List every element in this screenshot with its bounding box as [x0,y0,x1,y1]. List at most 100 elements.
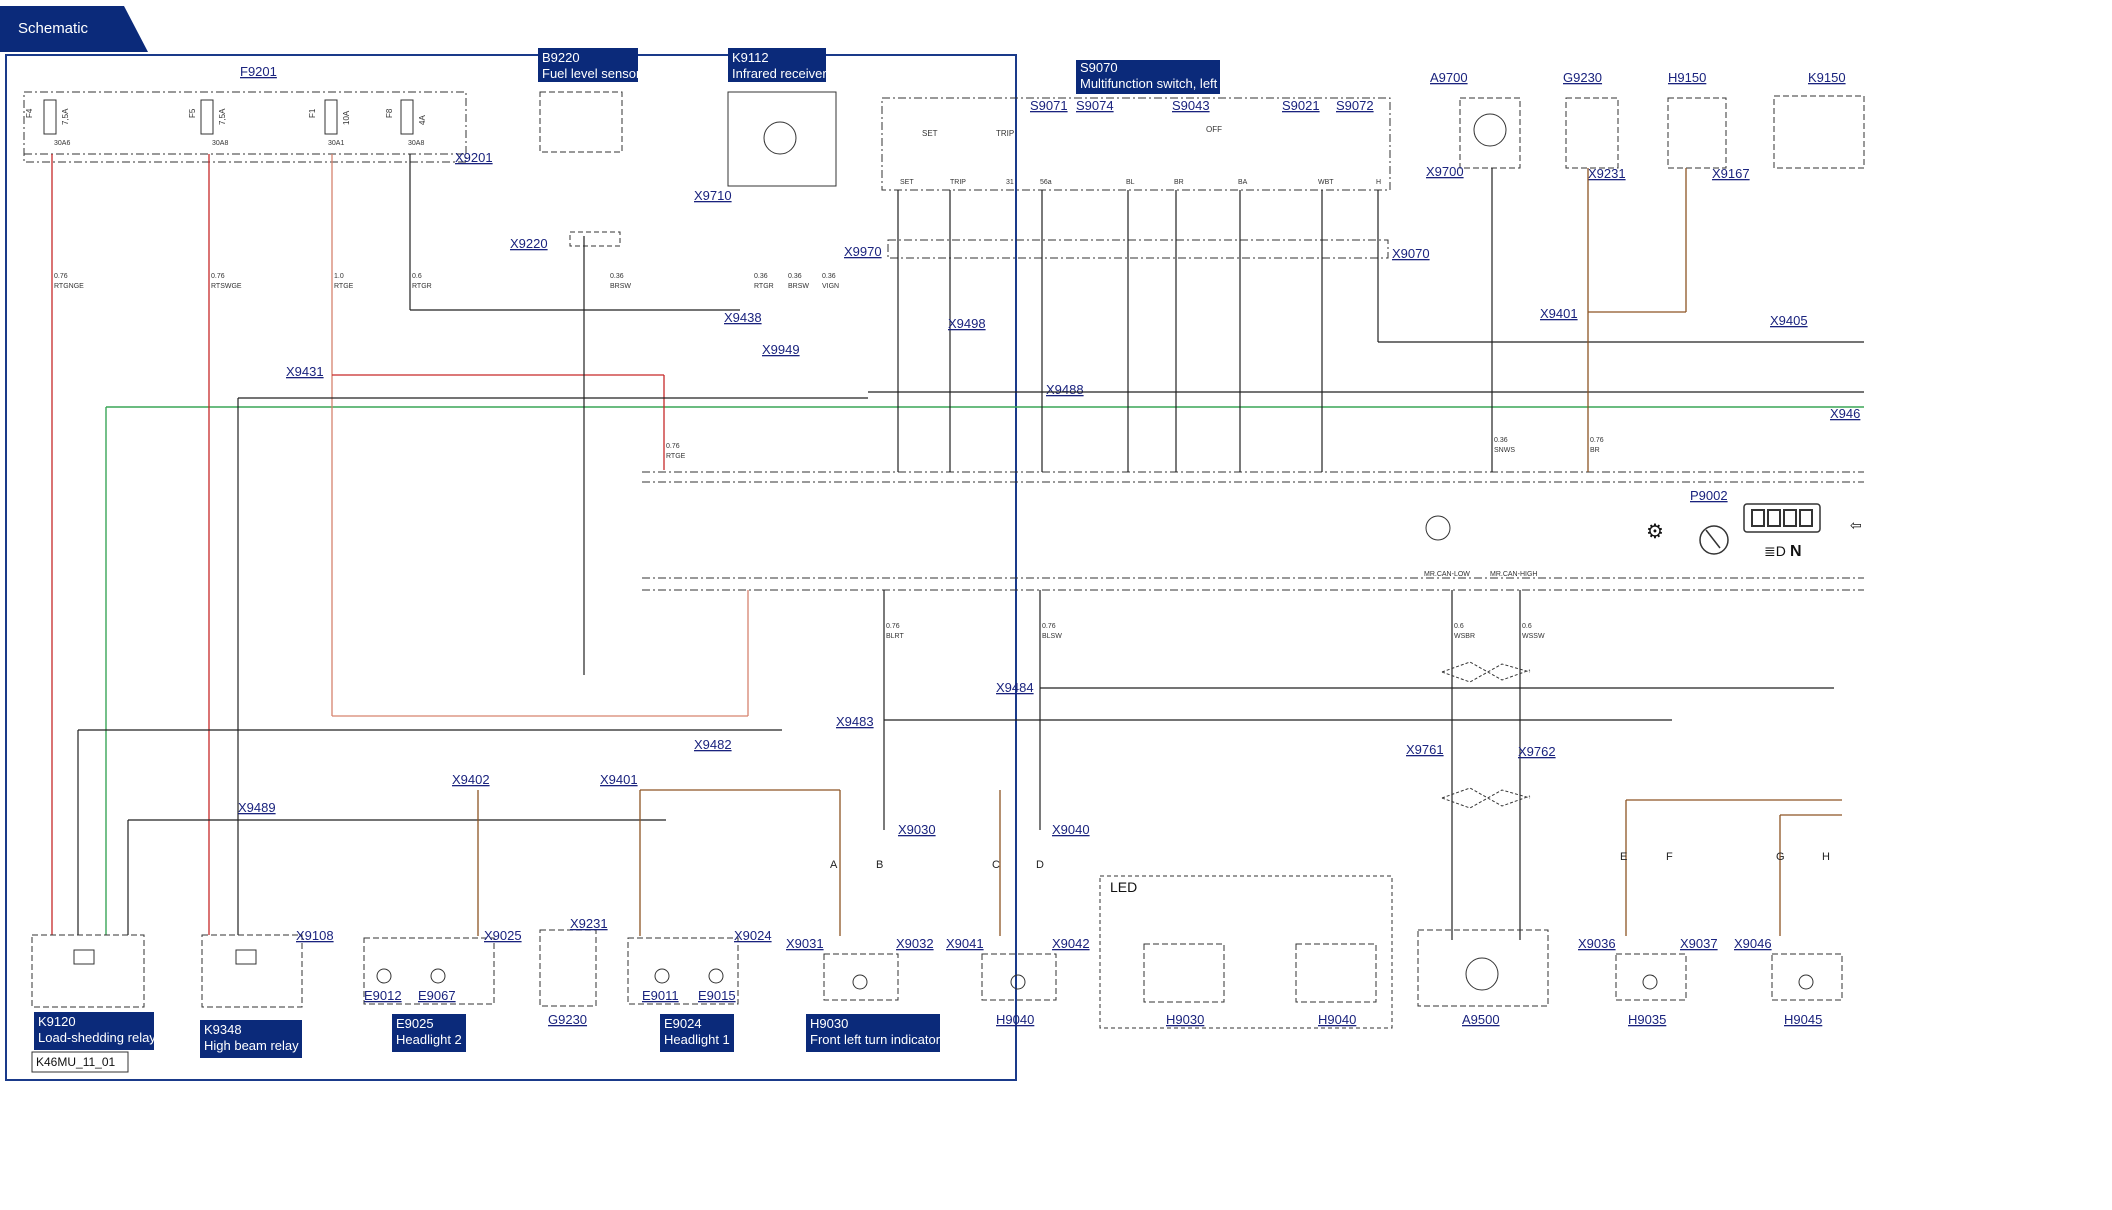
component-G9230-top[interactable]: G9230 [1563,70,1602,85]
svg-text:0.76: 0.76 [886,623,900,630]
connector-X9031[interactable]: X9031 [786,936,824,951]
component-B9220-id: B9220 [542,50,580,65]
connector-X9405[interactable]: X9405 [1770,313,1808,328]
connector-X9025[interactable]: X9025 [484,928,522,943]
connector-X9762[interactable]: X9762 [1518,744,1556,759]
svg-text:SET: SET [922,129,938,138]
label-F9201[interactable]: F9201 [240,64,277,79]
component-H9030-led[interactable]: H9030 [1166,1012,1204,1027]
switch-S9072[interactable]: S9072 [1336,98,1374,113]
svg-text:F8: F8 [385,108,394,118]
connector-X9488[interactable]: X9488 [1046,382,1084,397]
svg-text:30A1: 30A1 [328,140,344,147]
svg-text:OFF: OFF [1206,125,1222,134]
svg-text:F: F [1666,851,1673,863]
svg-text:C: C [992,859,1000,871]
connector-X9167[interactable]: X9167 [1712,166,1750,181]
fuse-F4[interactable]: F4 7,5A 30A6 [25,99,70,147]
switch-S9071[interactable]: S9071 [1030,98,1068,113]
component-H9150[interactable]: H9150 [1668,70,1706,85]
connector-X9036[interactable]: X9036 [1578,936,1616,951]
component-H9040-bulb[interactable]: H9040 [996,1012,1034,1027]
svg-text:0.6: 0.6 [412,273,422,280]
svg-text:WBT: WBT [1318,179,1334,186]
fuse-F8[interactable]: F8 4A 30A8 [385,99,427,147]
component-A9700[interactable]: A9700 [1430,70,1468,85]
connector-X9484[interactable]: X9484 [996,680,1034,695]
connector-X9024[interactable]: X9024 [734,928,772,943]
connector-X9483[interactable]: X9483 [836,714,874,729]
svg-text:RTGR: RTGR [754,283,774,290]
connector-X9401-right[interactable]: X9401 [1540,306,1578,321]
component-P9002[interactable]: P9002 [1690,488,1728,503]
component-H9035[interactable]: H9035 [1628,1012,1666,1027]
svg-text:0.76: 0.76 [666,443,680,450]
svg-text:RTGE: RTGE [666,453,686,460]
connector-X9498[interactable]: X9498 [948,316,986,331]
svg-text:0.36: 0.36 [822,273,836,280]
schematic-tab[interactable]: Schematic [0,6,148,52]
connector-X9700[interactable]: X9700 [1426,164,1464,179]
component-K9348-caption: High beam relay [204,1038,299,1053]
connector-X9201[interactable]: X9201 [455,150,493,165]
connector-X9231-top[interactable]: X9231 [1588,166,1626,181]
svg-text:0.76: 0.76 [211,273,225,280]
svg-text:30A8: 30A8 [212,140,228,147]
svg-text:4A: 4A [418,115,427,125]
switch-S9043[interactable]: S9043 [1172,98,1210,113]
connector-X9438[interactable]: X9438 [724,310,762,325]
connector-X9042[interactable]: X9042 [1052,936,1090,951]
component-H9045[interactable]: H9045 [1784,1012,1822,1027]
neutral-indicator: N [1790,543,1802,560]
svg-text:0.6: 0.6 [1522,623,1532,630]
connector-X9401-mid[interactable]: X9401 [600,772,638,787]
connector-X9040[interactable]: X9040 [1052,822,1090,837]
connector-X9970[interactable]: X9970 [844,244,882,259]
component-E9011[interactable]: E9011 [642,988,679,1003]
connector-X9761[interactable]: X9761 [1406,742,1444,757]
connector-X9710[interactable]: X9710 [694,188,732,203]
connector-X9030[interactable]: X9030 [898,822,936,837]
component-H9040-led[interactable]: H9040 [1318,1012,1356,1027]
svg-text:BLRT: BLRT [886,633,904,640]
pin-letters: A B C D E F G H [830,851,1830,871]
component-G9230[interactable]: G9230 [548,1012,587,1027]
svg-text:SNWS: SNWS [1494,447,1515,454]
fuse-F5[interactable]: F5 7,5A 30A8 [188,99,228,147]
switch-S9074[interactable]: S9074 [1076,98,1114,113]
fuse-F1[interactable]: F1 10A 30A1 [308,99,351,147]
component-E9067[interactable]: E9067 [418,988,456,1003]
svg-text:BLSW: BLSW [1042,633,1062,640]
switch-S9021[interactable]: S9021 [1282,98,1320,113]
connector-X9949[interactable]: X9949 [762,342,800,357]
svg-text:56a: 56a [1040,179,1052,186]
component-E9012[interactable]: E9012 [364,988,402,1003]
connector-X9041[interactable]: X9041 [946,936,984,951]
svg-text:7,5A: 7,5A [218,108,227,125]
component-K9150[interactable]: K9150 [1808,70,1846,85]
svg-text:F1: F1 [308,108,317,118]
component-E9015[interactable]: E9015 [698,988,736,1003]
connector-X9482[interactable]: X9482 [694,737,732,752]
connector-X9108[interactable]: X9108 [296,928,334,943]
component-B9220-caption: Fuel level sensor [542,66,641,81]
connector-X9220[interactable]: X9220 [510,236,548,251]
connector-X9046[interactable]: X9046 [1734,936,1772,951]
connector-X9489[interactable]: X9489 [238,800,276,815]
connector-X9402[interactable]: X9402 [452,772,490,787]
svg-text:F4: F4 [25,108,34,118]
svg-text:VIGN: VIGN [822,283,839,290]
connector-X9070[interactable]: X9070 [1392,246,1430,261]
connector-X9037[interactable]: X9037 [1680,936,1718,951]
svg-text:A: A [830,859,838,871]
connector-X9431[interactable]: X9431 [286,364,324,379]
gauge-icon-left [1425,515,1451,541]
connector-X9231[interactable]: X9231 [570,916,608,931]
bus-can-low-label: MR.CAN-LOW [1424,571,1470,578]
component-A9500[interactable]: A9500 [1462,1012,1500,1027]
svg-text:7,5A: 7,5A [61,108,70,125]
svg-text:TRIP: TRIP [996,129,1014,138]
connector-X946[interactable]: X946 [1830,406,1860,421]
connector-X9032[interactable]: X9032 [896,936,934,951]
